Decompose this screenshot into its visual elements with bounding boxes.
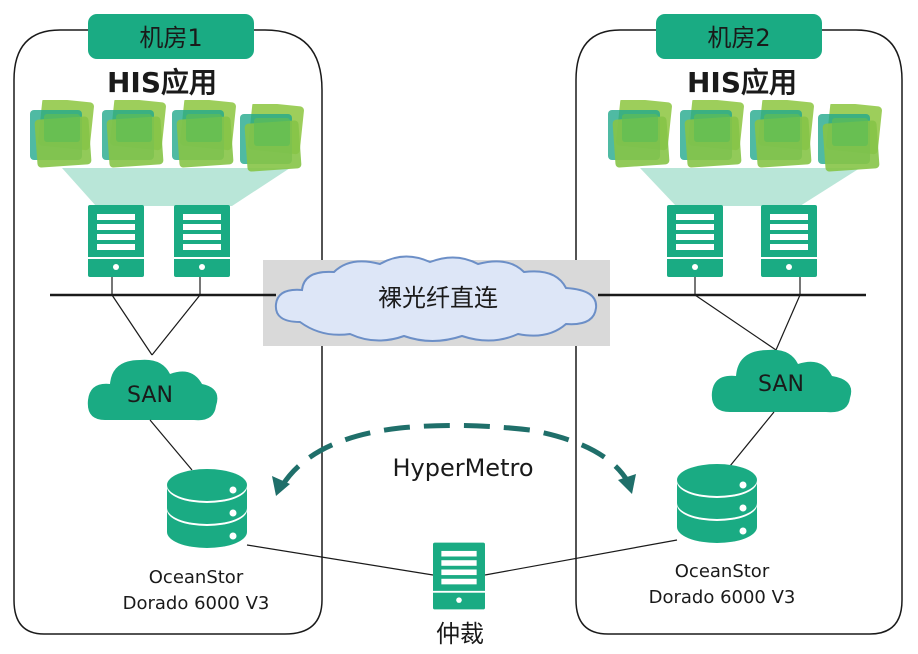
site-1-app-title: HIS应用 [107, 66, 217, 99]
site-2-storage-model-line2: Dorado 6000 V3 [649, 587, 796, 608]
vm-cluster-icon [818, 104, 883, 172]
app-server-icon [88, 205, 144, 277]
site-1-storage-model-line1: OceanStor [149, 567, 244, 588]
arrowhead-left-icon [272, 476, 290, 496]
san-cloud-icon [711, 349, 852, 413]
vm-cluster-icon [608, 100, 673, 168]
arbiter-label: 仲裁 [436, 620, 484, 648]
site-2-group: 机房2 HIS应用 SAN OceanStor Dorado 6 [575, 14, 903, 635]
site-1-border [13, 29, 323, 635]
vm-cluster-icon [750, 100, 815, 168]
vm-cluster-icon [30, 100, 95, 168]
app-server-icon [174, 205, 230, 277]
site-1-title: 机房1 [139, 24, 202, 52]
vm-cluster-icon [172, 100, 237, 168]
fiber-cloud-icon [274, 255, 598, 342]
vm-cluster-icon [680, 100, 745, 168]
arrowhead-right-icon [618, 474, 636, 494]
arbitration-group: 仲裁 [246, 539, 678, 648]
hypermetro-replication: HyperMetro [272, 422, 636, 496]
site-1-san-label: SAN [127, 383, 173, 408]
site-2-border [575, 29, 903, 635]
site-1-title-tab [88, 14, 254, 59]
app-server-icon [761, 205, 817, 277]
san-cloud-icon [87, 359, 218, 421]
site-2-title-tab [656, 14, 822, 59]
inter-site-link: 裸光纤直连 [50, 255, 866, 346]
app-server-icon [667, 205, 723, 277]
link-label: 裸光纤直连 [378, 284, 498, 312]
site-1-storage-model-line2: Dorado 6000 V3 [123, 593, 270, 614]
replication-label: HyperMetro [392, 454, 533, 482]
vm-to-server-fan [62, 168, 290, 206]
replication-arc-arrow [279, 422, 631, 488]
vm-cluster-icon [240, 104, 305, 172]
arbiter-server-icon [433, 542, 485, 610]
site-2-app-title: HIS应用 [687, 66, 797, 99]
site-1-group: 机房1 HIS应用 SAN [13, 14, 323, 635]
site-2-storage-model-line1: OceanStor [675, 561, 770, 582]
storage-array-icon [677, 464, 757, 543]
vm-cluster-icon [102, 100, 167, 168]
site-2-san-label: SAN [758, 372, 804, 397]
storage-array-icon [167, 469, 247, 548]
vm-to-server-fan [640, 168, 860, 206]
site-2-title: 机房2 [707, 24, 770, 52]
